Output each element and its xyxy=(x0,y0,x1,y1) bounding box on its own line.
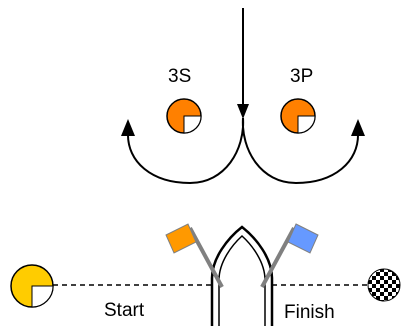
committee-boat xyxy=(210,225,274,326)
mark-3s xyxy=(166,98,202,134)
finish-label: Finish xyxy=(284,302,335,323)
rounding-arc-right xyxy=(241,117,365,185)
mark-3p-label: 3P xyxy=(290,66,313,87)
approach-arrow xyxy=(237,8,249,119)
mark-3s-label: 3S xyxy=(168,66,191,87)
orange-flag-icon xyxy=(165,223,224,288)
start-label: Start xyxy=(104,300,145,321)
mark-3p xyxy=(280,98,316,134)
blue-flag-icon xyxy=(260,223,319,288)
rounding-arc-left xyxy=(121,117,245,185)
yellow-buoy-icon xyxy=(10,264,54,308)
checkered-flag-icon xyxy=(367,268,401,302)
